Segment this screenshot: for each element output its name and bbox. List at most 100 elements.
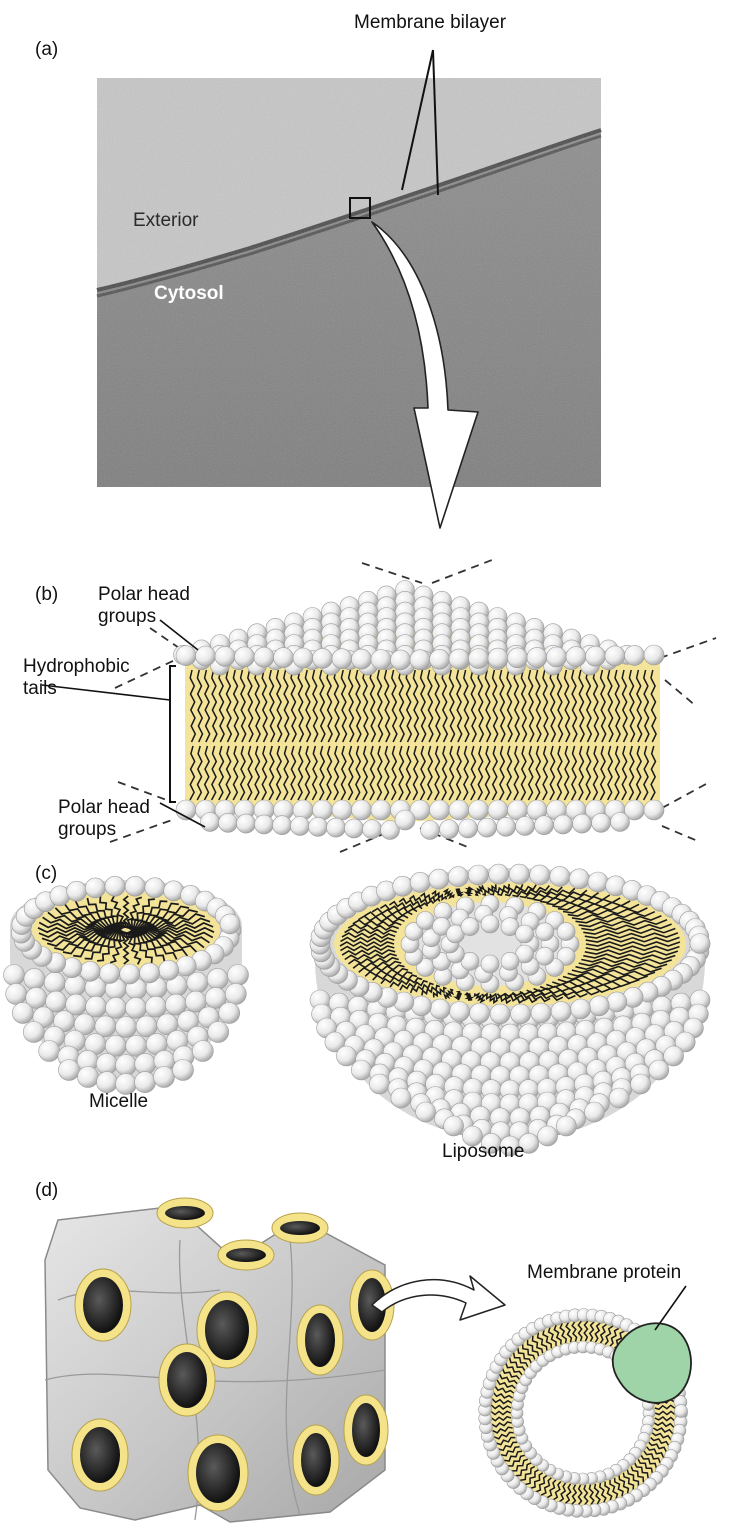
tail-line	[352, 919, 402, 928]
tail-line	[512, 885, 550, 898]
tail-line	[542, 745, 549, 801]
tail-line	[412, 745, 419, 801]
tail-line	[559, 1322, 568, 1344]
head-sphere	[443, 1115, 464, 1137]
tail-line	[635, 745, 642, 801]
tail-line	[578, 669, 585, 743]
tail-line	[565, 1321, 573, 1343]
tail-line	[654, 1410, 676, 1416]
tail-line	[563, 669, 571, 743]
tail-line	[311, 669, 319, 743]
tail-line	[634, 1462, 649, 1479]
head-sphere	[535, 946, 555, 966]
tail-line	[125, 931, 142, 965]
head-sphere	[429, 799, 450, 821]
tail-line	[463, 669, 470, 743]
tail-line	[504, 884, 537, 897]
liposome-tail-lines	[339, 883, 681, 1005]
head-sphere	[643, 799, 665, 821]
tail-line	[443, 887, 455, 900]
tail-line	[127, 898, 155, 929]
tail-line	[420, 892, 441, 903]
panel-c	[3, 863, 711, 1157]
head-sphere	[351, 799, 372, 821]
head-sphere	[145, 995, 167, 1018]
head-sphere	[588, 995, 610, 1017]
tail-line	[511, 991, 551, 1003]
head-sphere	[158, 959, 179, 981]
tail-line	[614, 669, 621, 743]
tail-line	[643, 669, 650, 743]
head-sphere	[312, 648, 333, 669]
tail-line	[640, 1454, 658, 1469]
tail-line	[341, 949, 396, 956]
tail-line	[650, 745, 657, 801]
head-sphere	[135, 1015, 158, 1038]
tail-line	[463, 886, 475, 897]
tail-line	[369, 745, 376, 801]
tail-line	[218, 745, 225, 801]
tail-line	[491, 669, 499, 743]
tail-line	[504, 992, 538, 1004]
head-sphere	[351, 648, 372, 670]
head-sphere	[587, 871, 609, 893]
tail-line	[391, 669, 398, 743]
tail-line	[344, 953, 397, 961]
tail-line	[426, 745, 434, 801]
tails-bracket	[169, 665, 176, 803]
tail-line	[643, 1450, 661, 1464]
liposome	[309, 863, 711, 1157]
tail-line	[130, 922, 214, 933]
tail-line	[511, 1458, 529, 1472]
head-sphere	[507, 647, 528, 669]
tail-line	[557, 900, 631, 911]
cubic-to-channel-arrow	[371, 1275, 506, 1321]
head-sphere	[439, 819, 459, 840]
tail-line	[354, 745, 362, 801]
head-sphere	[207, 1021, 229, 1043]
tail-line	[344, 927, 397, 935]
tail-line	[496, 992, 525, 1004]
tail-line	[654, 1404, 676, 1411]
tail-line	[526, 989, 576, 1000]
head-sphere	[64, 974, 86, 997]
head-sphere	[290, 816, 310, 836]
tail-line	[340, 669, 348, 743]
tail-line	[578, 745, 585, 801]
tail-line	[571, 910, 656, 921]
tail-line	[492, 1391, 514, 1399]
channel-hole	[226, 1248, 266, 1262]
head-sphere	[508, 863, 530, 885]
tail-line	[628, 745, 635, 801]
tail-line	[339, 941, 395, 947]
tail-line	[41, 928, 122, 943]
tail-line	[432, 986, 447, 998]
tail-line	[512, 1352, 529, 1368]
head-sphere	[565, 646, 587, 667]
tail-line	[535, 669, 542, 743]
tail-line	[389, 977, 423, 988]
tail-line	[110, 895, 127, 929]
head-sphere	[153, 1066, 175, 1088]
tail-line	[304, 745, 311, 801]
tail-line	[652, 1427, 674, 1435]
lipid-cubic-channels	[71, 1197, 395, 1512]
head-sphere	[370, 799, 392, 821]
micrograph-noise	[97, 78, 601, 487]
micelle	[3, 875, 249, 1095]
tail-line	[399, 979, 428, 991]
head-sphere	[236, 813, 256, 834]
polar-head-bottom-label: Polar head groups	[58, 797, 150, 840]
liposome-label: Liposome	[442, 1141, 525, 1162]
membrane-leader-line-2	[432, 49, 439, 196]
tail-line	[626, 1469, 640, 1487]
tail-line	[519, 886, 563, 899]
micelle-tail-lines	[37, 895, 215, 965]
tail-line	[246, 745, 254, 801]
membrane-protein	[611, 1322, 692, 1404]
tail-line	[526, 1339, 540, 1357]
head-sphere	[556, 922, 576, 941]
tail-line	[347, 745, 354, 801]
tail-line	[549, 669, 557, 743]
tail-line	[297, 745, 304, 801]
